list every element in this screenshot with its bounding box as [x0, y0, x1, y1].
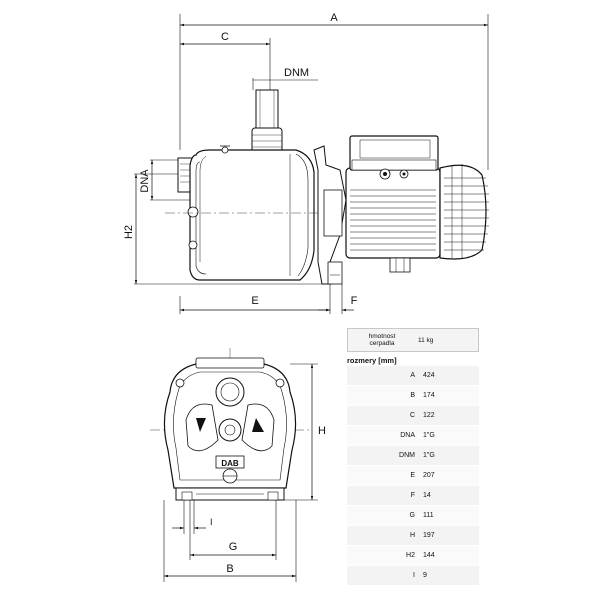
front-view — [150, 348, 318, 582]
weight-label: hmotnost cerpadla — [368, 333, 396, 347]
label-g: G — [229, 541, 238, 553]
label-f: F — [351, 295, 358, 307]
label-h2: H2 — [123, 225, 135, 239]
spec-table-title: rozmery [mm] — [347, 356, 397, 365]
side-view — [134, 14, 489, 314]
label-i: I — [210, 517, 213, 527]
label-h: H — [318, 425, 326, 437]
weight-value: 11 kg — [418, 336, 434, 344]
front-logo: DAB — [221, 459, 239, 468]
motor-body — [345, 167, 441, 259]
outlet-port — [215, 377, 245, 407]
weight-row: hmotnost cerpadla 11 kg — [347, 328, 479, 352]
label-c: C — [221, 31, 229, 43]
label-dnm: DNM — [284, 67, 309, 79]
label-a: A — [330, 12, 338, 24]
label-e: E — [251, 295, 258, 307]
outlet-pipe — [255, 89, 279, 129]
fan-cover — [439, 164, 487, 260]
label-b: B — [226, 563, 233, 575]
pump-body — [189, 149, 315, 281]
label-dna: DNA — [139, 169, 151, 193]
motor-cooling-fins — [350, 189, 436, 251]
